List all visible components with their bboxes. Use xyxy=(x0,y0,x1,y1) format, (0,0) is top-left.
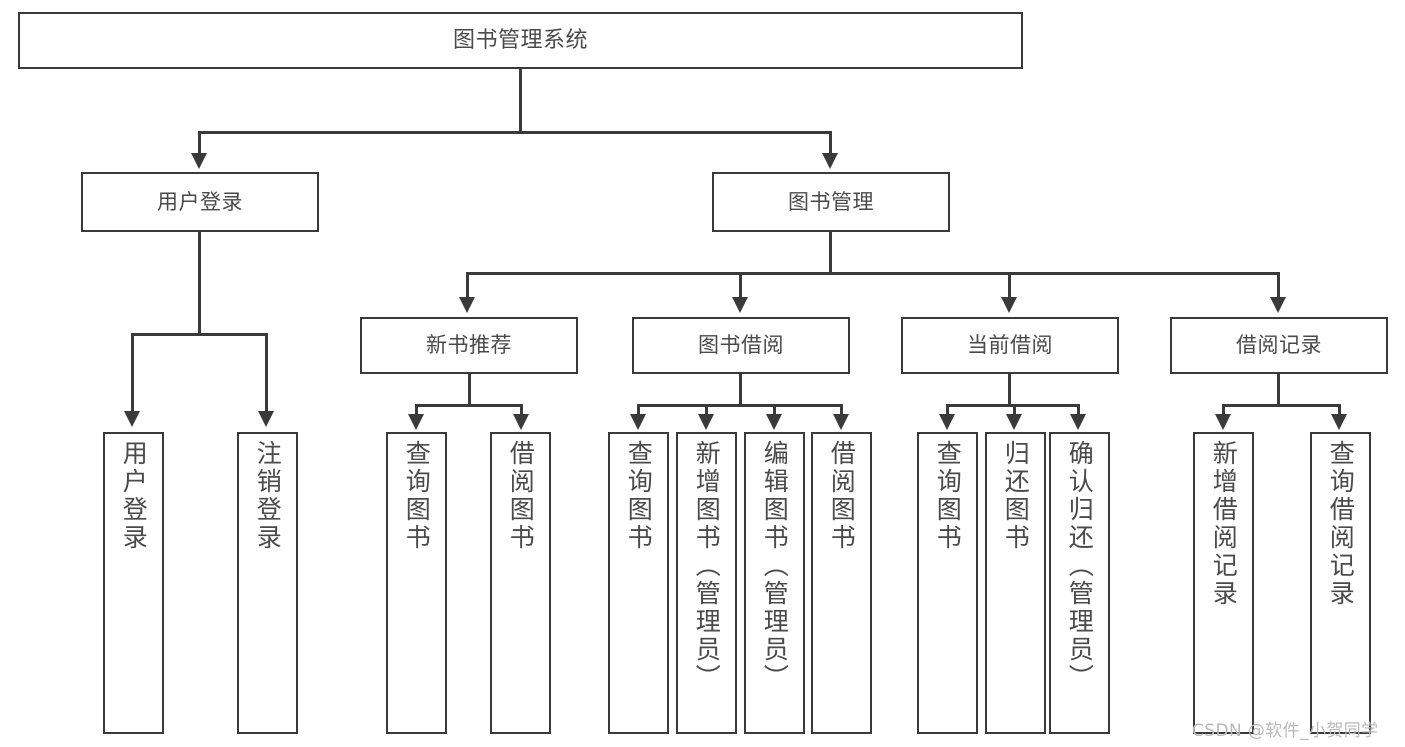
csdn-watermark: CSDN @软件_小贺同学 xyxy=(1192,721,1379,741)
node-label: 查询图书 xyxy=(624,440,654,552)
connector-book-management-stem xyxy=(829,232,832,274)
leaf-add-book-admin[interactable]: 新增图书（管理员） xyxy=(676,432,737,734)
arrow-to-borrow-record xyxy=(1270,297,1286,313)
leaf-query-book-borrow[interactable]: 查询图书 xyxy=(608,432,669,734)
connector-borrow-record-bus xyxy=(1222,404,1340,407)
connector-user-login-bus xyxy=(131,333,268,336)
connector-new-book-child-1 xyxy=(415,404,418,416)
node-user-login[interactable]: 用户登录 xyxy=(81,172,319,232)
connector-user-login-stem xyxy=(198,232,201,335)
node-label: 用户登录 xyxy=(119,440,149,552)
connector-cb-child-3 xyxy=(1077,404,1080,416)
connector-new-book-child-2 xyxy=(520,404,523,416)
leaf-query-book-current[interactable]: 查询图书 xyxy=(917,432,978,734)
connector-bb-child-2 xyxy=(705,404,708,416)
node-label: 查询借阅记录 xyxy=(1326,440,1356,608)
arrow-to-add-book-bb xyxy=(698,414,714,430)
connector-bb-child-1 xyxy=(637,404,640,416)
node-label: 借阅图书 xyxy=(827,440,857,552)
leaf-logout[interactable]: 注销登录 xyxy=(237,432,298,734)
node-label: 归还图书 xyxy=(1001,440,1031,552)
node-label: 查询图书 xyxy=(402,440,432,552)
arrow-to-add-record xyxy=(1215,414,1231,430)
node-label: 借阅图书 xyxy=(506,440,536,552)
node-label: 注销登录 xyxy=(253,440,283,552)
node-current-borrow[interactable]: 当前借阅 xyxy=(901,317,1119,374)
node-label: 图书管理 xyxy=(788,189,874,214)
arrow-to-new-book-recommend xyxy=(459,297,475,313)
node-label: 确认归还（管理员） xyxy=(1065,440,1095,692)
node-new-book-recommend[interactable]: 新书推荐 xyxy=(360,317,578,374)
connector-borrow-record-stem xyxy=(1277,374,1280,407)
node-label: 图书管理系统 xyxy=(452,27,588,53)
arrow-to-query-book-nb xyxy=(408,414,424,430)
arrow-to-book-management xyxy=(822,153,838,169)
arrow-to-query-book-bb xyxy=(630,414,646,430)
connector-root-to-user-login xyxy=(198,131,201,156)
connector-current-borrow-stem xyxy=(1008,374,1011,407)
leaf-add-borrow-record[interactable]: 新增借阅记录 xyxy=(1193,432,1254,734)
connector-book-borrow-bus xyxy=(637,404,843,407)
connector-user-login-child-1 xyxy=(131,333,134,413)
arrow-to-logout-leaf xyxy=(258,411,274,427)
arrow-to-query-record xyxy=(1331,414,1347,430)
arrow-to-borrow-book-nb xyxy=(513,414,529,430)
connector-bm-to-borrow-record xyxy=(1277,272,1280,299)
connector-new-book-bus xyxy=(415,404,523,407)
arrow-to-user-login xyxy=(191,153,207,169)
connector-root-to-book-management xyxy=(829,131,832,156)
connector-cb-child-2 xyxy=(1013,404,1016,416)
connector-root-stem xyxy=(519,69,522,132)
connector-user-login-child-2 xyxy=(265,333,268,413)
node-label: 新书推荐 xyxy=(426,333,512,358)
arrow-to-current-borrow xyxy=(1001,297,1017,313)
connector-br-child-1 xyxy=(1222,404,1225,416)
connector-br-child-2 xyxy=(1338,404,1341,416)
node-borrow-record[interactable]: 借阅记录 xyxy=(1170,317,1388,374)
leaf-borrow-book[interactable]: 借阅图书 xyxy=(811,432,872,734)
leaf-return-book[interactable]: 归还图书 xyxy=(985,432,1046,734)
node-label: 新增借阅记录 xyxy=(1209,440,1239,608)
node-label: 查询图书 xyxy=(933,440,963,552)
node-label: 图书借阅 xyxy=(698,333,784,358)
arrow-to-book-borrow xyxy=(732,297,748,313)
arrow-to-query-book-cb xyxy=(939,414,955,430)
node-label: 新增图书（管理员） xyxy=(692,440,722,692)
node-label: 用户登录 xyxy=(157,189,243,214)
node-book-management[interactable]: 图书管理 xyxy=(712,172,950,232)
connector-book-borrow-stem xyxy=(739,374,742,407)
arrow-to-borrow-book-bb xyxy=(833,414,849,430)
connector-root-bus xyxy=(198,131,832,134)
leaf-borrow-book-new-recommend[interactable]: 借阅图书 xyxy=(490,432,551,734)
node-book-management-system[interactable]: 图书管理系统 xyxy=(18,12,1023,69)
leaf-user-login[interactable]: 用户登录 xyxy=(103,432,164,734)
connector-bm-to-new-book xyxy=(466,272,469,299)
node-label: 借阅记录 xyxy=(1236,333,1322,358)
leaf-query-book-new-recommend[interactable]: 查询图书 xyxy=(386,432,447,734)
node-label: 编辑图书（管理员） xyxy=(760,440,790,692)
arrow-to-confirm-return-cb xyxy=(1070,414,1086,430)
leaf-confirm-return-admin[interactable]: 确认归还（管理员） xyxy=(1049,432,1110,734)
node-label: 当前借阅 xyxy=(967,333,1053,358)
connector-bb-child-3 xyxy=(773,404,776,416)
leaf-query-borrow-record[interactable]: 查询借阅记录 xyxy=(1310,432,1371,734)
leaf-edit-book-admin[interactable]: 编辑图书（管理员） xyxy=(744,432,805,734)
connector-bm-to-current-borrow xyxy=(1008,272,1011,299)
connector-bb-child-4 xyxy=(840,404,843,416)
arrow-to-edit-book-bb xyxy=(766,414,782,430)
connector-cb-child-1 xyxy=(946,404,949,416)
connector-bm-to-book-borrow xyxy=(739,272,742,299)
connector-new-book-stem xyxy=(468,374,471,407)
arrow-to-return-book-cb xyxy=(1006,414,1022,430)
connector-book-management-bus xyxy=(466,272,1280,275)
node-book-borrow[interactable]: 图书借阅 xyxy=(632,317,850,374)
arrow-to-user-login-leaf xyxy=(124,411,140,427)
